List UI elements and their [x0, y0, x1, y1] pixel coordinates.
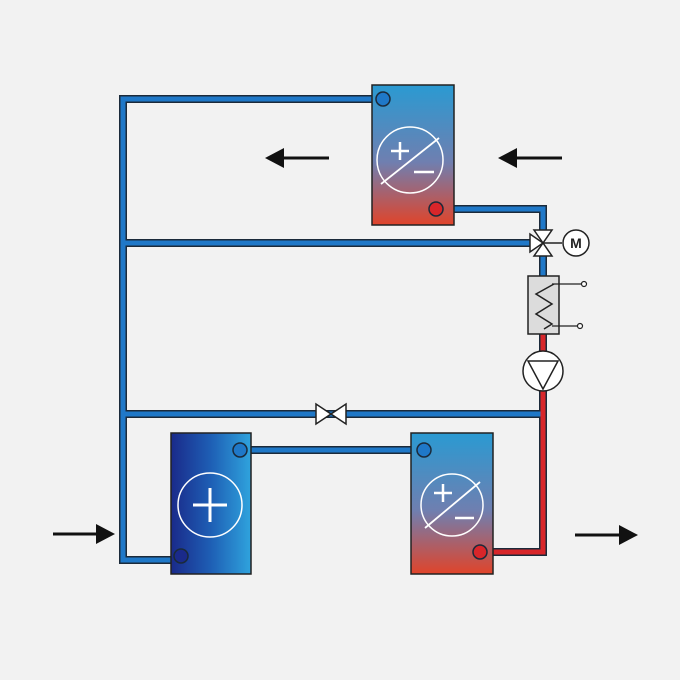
bottom-left-heater-unit — [170, 432, 252, 575]
bypass-gate-valve — [315, 402, 347, 426]
flow-arrow-right-icon — [53, 524, 115, 544]
heat-exchanger-plus-minus-icon — [376, 126, 444, 194]
circulation-pump — [522, 350, 564, 392]
flow-arrow-left-icon — [498, 148, 562, 168]
top-heat-exchanger-unit — [371, 84, 455, 226]
three-way-valve: M — [529, 229, 590, 257]
electric-heater-icon — [527, 275, 588, 335]
motor-icon: M — [562, 229, 590, 257]
bottom-left-unit-bottom-port — [173, 548, 189, 564]
flow-arrows — [53, 148, 638, 545]
flow-arrow-right-icon — [575, 525, 638, 545]
pipe-main-loop — [120, 96, 383, 563]
bottom-right-unit-top-port — [416, 442, 432, 458]
pipe-network — [119, 95, 547, 564]
motor-label: M — [570, 235, 582, 251]
top-unit-outlet-port — [428, 201, 444, 217]
three-way-valve-icon — [529, 229, 554, 257]
bottom-left-unit-top-port — [232, 442, 248, 458]
top-unit-inlet-port — [375, 91, 391, 107]
pipe-hot-return — [480, 390, 546, 555]
gate-valve-icon — [315, 402, 347, 426]
bottom-right-heat-exchanger-unit — [410, 432, 494, 575]
heater-plus-icon — [177, 472, 243, 538]
flow-arrow-left-icon — [265, 148, 329, 168]
electric-heater — [527, 275, 588, 335]
bottom-right-unit-bottom-port — [472, 544, 488, 560]
pump-icon — [522, 350, 564, 392]
heat-exchanger-plus-minus-icon — [420, 473, 484, 537]
pipe-outline-main-loop — [119, 95, 383, 564]
pipe-top-unit-outlet — [436, 206, 546, 232]
